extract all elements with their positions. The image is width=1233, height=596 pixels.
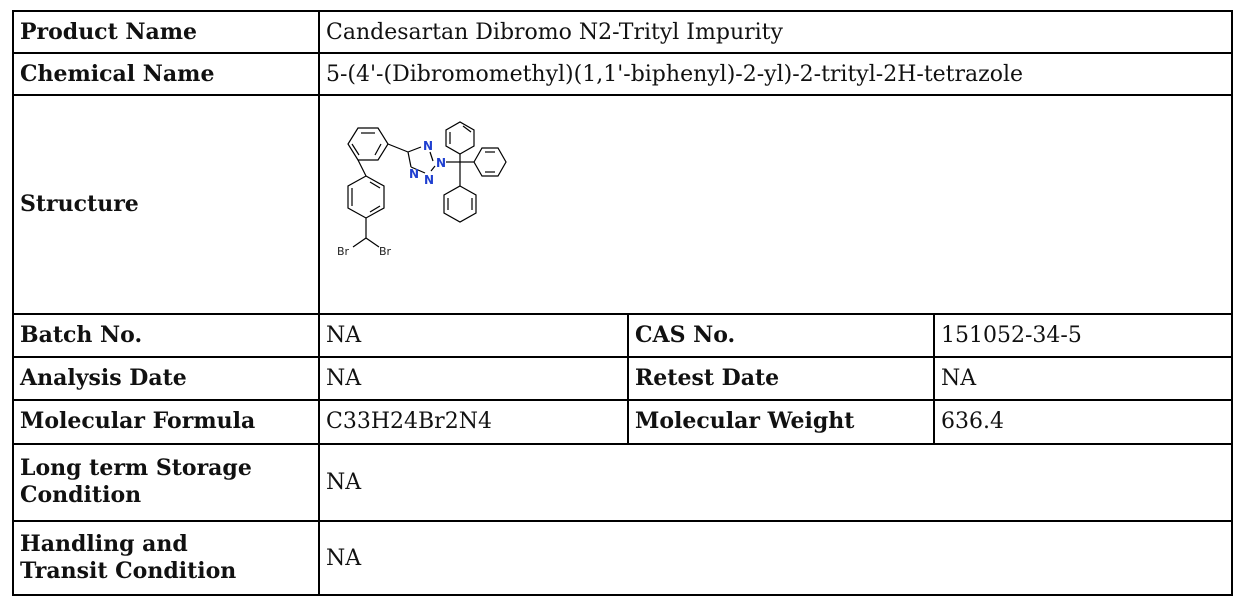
handling-label-line1: Handling and — [20, 531, 188, 558]
atom-label-br: Br — [379, 245, 392, 258]
row-formula: Molecular Formula C33H24Br2N4 Molecular … — [12, 399, 1233, 445]
chemical-name-value: 5-(4'-(Dibromomethyl)(1,1'-biphenyl)-2-y… — [317, 52, 1233, 97]
cas-value: 151052-34-5 — [932, 312, 1233, 358]
row-structure: Structure — [12, 94, 1233, 315]
atom-label-br: Br — [337, 245, 350, 258]
product-spec-table: Product Name Candesartan Dibromo N2-Trit… — [12, 9, 1233, 596]
batch-value: NA — [318, 312, 629, 358]
handling-label-line2: Transit Condition — [20, 558, 237, 585]
molecular-weight-label: Molecular Weight — [627, 399, 935, 445]
row-product-name: Product Name Candesartan Dibromo N2-Trit… — [12, 9, 1233, 55]
retest-date-value: NA — [932, 355, 1233, 402]
atom-label-n: N — [409, 167, 419, 181]
product-name-label: Product Name — [12, 9, 320, 55]
storage-label-line1: Long term Storage — [20, 455, 252, 482]
retest-date-label: Retest Date — [627, 355, 935, 402]
structure-cell: N N N N Br Br — [317, 94, 1233, 315]
analysis-date-label: Analysis Date — [12, 355, 320, 402]
row-chemical-name: Chemical Name 5-(4'-(Dibromomethyl)(1,1'… — [12, 52, 1233, 97]
molecular-weight-value: 636.4 — [932, 399, 1233, 445]
batch-label: Batch No. — [12, 312, 320, 358]
molecular-formula-label: Molecular Formula — [12, 399, 320, 445]
storage-label-line2: Condition — [20, 482, 142, 509]
atom-label-n: N — [423, 139, 433, 153]
chemical-structure-image: N N N N Br Br — [337, 121, 507, 258]
cas-label: CAS No. — [627, 312, 935, 358]
chemical-name-label: Chemical Name — [12, 52, 320, 97]
atom-label-n: N — [436, 156, 446, 170]
storage-value: NA — [317, 442, 1233, 523]
analysis-date-value: NA — [318, 355, 629, 402]
molecular-formula-value: C33H24Br2N4 — [318, 399, 629, 445]
product-name-value: Candesartan Dibromo N2-Trityl Impurity — [317, 9, 1233, 55]
row-analysis: Analysis Date NA Retest Date NA — [12, 355, 1233, 402]
structure-label: Structure — [12, 94, 320, 315]
handling-value: NA — [317, 520, 1233, 596]
atom-label-n: N — [424, 173, 434, 187]
row-batch: Batch No. NA CAS No. 151052-34-5 — [12, 312, 1233, 358]
